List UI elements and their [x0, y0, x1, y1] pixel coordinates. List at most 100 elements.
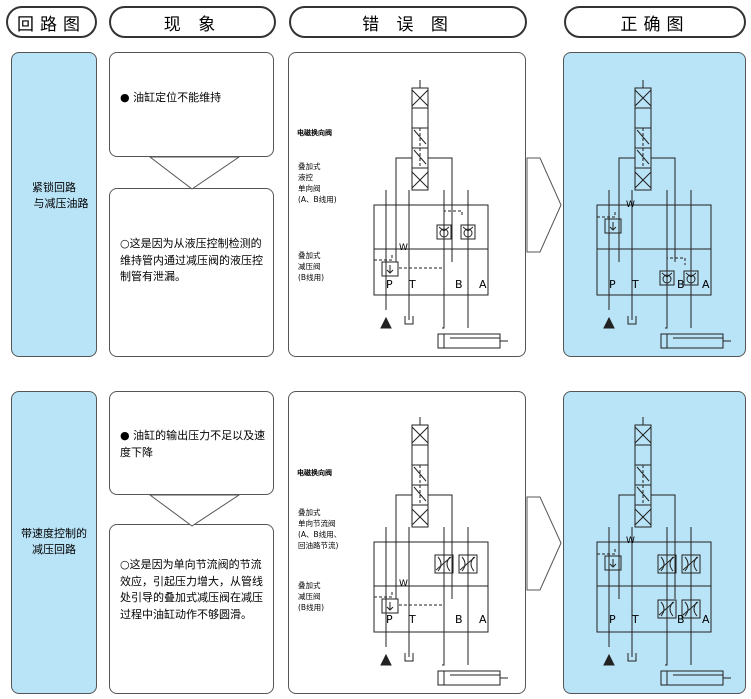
- directional-valve-body: [411, 80, 429, 191]
- row1-label-box: [11, 52, 97, 357]
- reducer-pilot: [374, 591, 393, 598]
- row1-symptom: ● 油缸定位不能维持: [120, 91, 222, 104]
- cylinder-body: [660, 670, 724, 686]
- throttle-curve-left: [684, 556, 689, 572]
- row1-cause: ○这是因为从液压控制检测的维持管内通过减压阀的液压控制管有泄漏。: [120, 237, 263, 283]
- throttle-body: [681, 599, 701, 619]
- stack-block-lower: [596, 585, 712, 633]
- reducer-body: [381, 261, 399, 277]
- directional-valve-body: [634, 80, 652, 191]
- throttle-curve-left: [461, 556, 466, 572]
- throttle-arrow: [682, 556, 699, 571]
- row2-label-box: [11, 391, 97, 694]
- cylinder-body: [660, 333, 724, 349]
- port-lines: [385, 190, 469, 320]
- check-valve-seat: [685, 272, 697, 278]
- header-correct-text: 正确图: [620, 14, 690, 35]
- pump-source: [380, 653, 392, 666]
- stack-block-lower: [596, 248, 712, 296]
- row2-label-line2: 减压回路: [32, 543, 76, 556]
- reducer-body: [604, 218, 622, 234]
- check-valve-body: [683, 270, 699, 286]
- throttle-body: [657, 554, 677, 574]
- throttle-body: [458, 554, 478, 574]
- main-lines: [395, 157, 453, 262]
- cylinder-body: [437, 670, 501, 686]
- reducer-arrowhead: [609, 226, 617, 231]
- header-wrong-text: 错 误 图: [362, 14, 454, 35]
- tank-symbol: [404, 316, 414, 325]
- throttle-arrow: [459, 556, 476, 571]
- cylinder-feed: [442, 310, 469, 329]
- r2w-port-t: T: [409, 613, 416, 626]
- reducer-pilot: [597, 211, 616, 218]
- header-circuit-text: 回路图: [17, 14, 86, 35]
- port-lines: [608, 190, 692, 320]
- row2-funnel: [148, 494, 241, 527]
- reducer-arrowhead: [386, 606, 394, 611]
- row1-stack1-l3: 单向阀: [298, 184, 321, 193]
- cylinder-rod: [666, 334, 731, 348]
- r2c-port-a: A: [702, 613, 710, 626]
- pump-source: [380, 316, 392, 329]
- check-valve-ball: [686, 274, 696, 284]
- r1w-port-t: T: [409, 278, 416, 291]
- throttle-curve-left: [684, 601, 689, 617]
- stack-block-lower: [373, 585, 489, 633]
- check-valve-seat: [462, 226, 474, 232]
- r2c-port-t: T: [632, 613, 639, 626]
- header-wrong: 错 误 图: [289, 6, 527, 38]
- main-lines: [395, 494, 453, 599]
- throttle-body: [681, 554, 701, 574]
- throttle-body: [434, 554, 454, 574]
- row2-symptom-box: [109, 391, 274, 495]
- row2-stack1-l1: 叠加式: [298, 508, 321, 517]
- row2-stack1-l3: (A、B线用、: [298, 530, 342, 539]
- reducer-arrowhead: [609, 563, 617, 568]
- check-valve-body: [659, 270, 675, 286]
- tank-symbol: [627, 653, 637, 662]
- row1-solenoid-label: 电磁换向阀: [297, 129, 332, 137]
- r2c-spring-w: W: [626, 536, 635, 546]
- pump-source: [603, 653, 615, 666]
- check-valve-body: [460, 224, 476, 240]
- row2-stack1-l2: 单向节流阀: [298, 519, 336, 528]
- solenoid-marks: [411, 89, 429, 189]
- r1c-port-a: A: [702, 278, 710, 291]
- row1-stack2-l1: 叠加式: [298, 251, 321, 260]
- pilot-line: [666, 257, 686, 265]
- check-valve-ball: [662, 274, 672, 284]
- valve-flow-arrows: [413, 466, 427, 502]
- row1-symptom-box: [109, 52, 274, 157]
- cylinder-feed: [442, 647, 469, 666]
- header-phenomenon-text: 现 象: [163, 14, 222, 35]
- main-lines: [618, 494, 676, 599]
- r2c-port-p: P: [609, 613, 616, 626]
- row2-stack2-l1: 叠加式: [298, 581, 321, 590]
- reducer-pilot: [597, 548, 616, 555]
- row1-stack1-label: 叠加式 液控 单向阀 (A、B线用): [298, 161, 337, 205]
- directional-valve-body: [634, 417, 652, 528]
- stack-block-upper: [596, 204, 712, 250]
- throttle-arrow: [658, 556, 675, 571]
- r1c-port-t: T: [632, 278, 639, 291]
- row2-stack2-label: 叠加式 减压阀 (B线用): [298, 580, 324, 613]
- port-lines: [608, 527, 692, 657]
- row2-stack2-l2: 减压阀: [298, 592, 321, 601]
- throttle-curve-left: [660, 556, 665, 572]
- stack-block-upper: [373, 204, 489, 250]
- reducer-body: [381, 598, 399, 614]
- r1w-spring-w: W: [399, 243, 408, 253]
- r1c-port-b: B: [677, 278, 685, 291]
- throttle-arrow: [658, 601, 675, 616]
- r1c-port-p: P: [609, 278, 616, 291]
- row1-label: 紧锁回路 与减压油路: [11, 180, 97, 212]
- row2-arrow: [526, 496, 562, 591]
- header-phenomenon: 现 象: [109, 6, 276, 38]
- row2-label: 带速度控制的 减压回路: [11, 526, 97, 558]
- row2-stack1-l4: 回油路节流): [298, 541, 339, 550]
- reducer-arrowhead: [386, 269, 394, 274]
- r2w-port-a: A: [479, 613, 487, 626]
- solenoid-marks: [411, 426, 429, 526]
